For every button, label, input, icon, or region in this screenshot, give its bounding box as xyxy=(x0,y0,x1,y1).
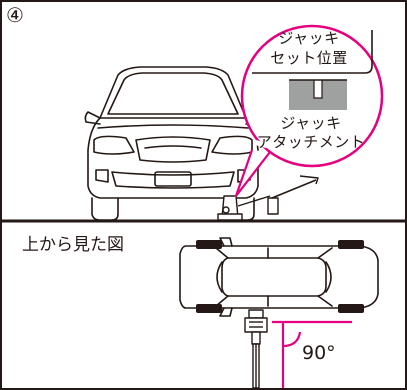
jack-attachment-label-line1: ジャッキ xyxy=(280,114,342,132)
jack-front-view xyxy=(217,175,319,221)
jack-position-label-line1: ジャッキ xyxy=(278,29,340,47)
callout-pointer xyxy=(234,149,271,198)
angle-label: 90° xyxy=(302,342,336,364)
top-view-caption: 上から見た図 xyxy=(22,235,124,255)
jack-top-view xyxy=(244,309,268,389)
step-number: ④ xyxy=(6,3,24,27)
callout-body-edge xyxy=(252,30,373,74)
car-top-view-tires xyxy=(196,240,364,313)
jack-position-label-line2: セット位置 xyxy=(270,49,348,67)
jack-attachment-label-line2: アタッチメント xyxy=(256,133,366,151)
jack-point-notch xyxy=(313,80,323,99)
right-angle-marker xyxy=(272,320,352,388)
